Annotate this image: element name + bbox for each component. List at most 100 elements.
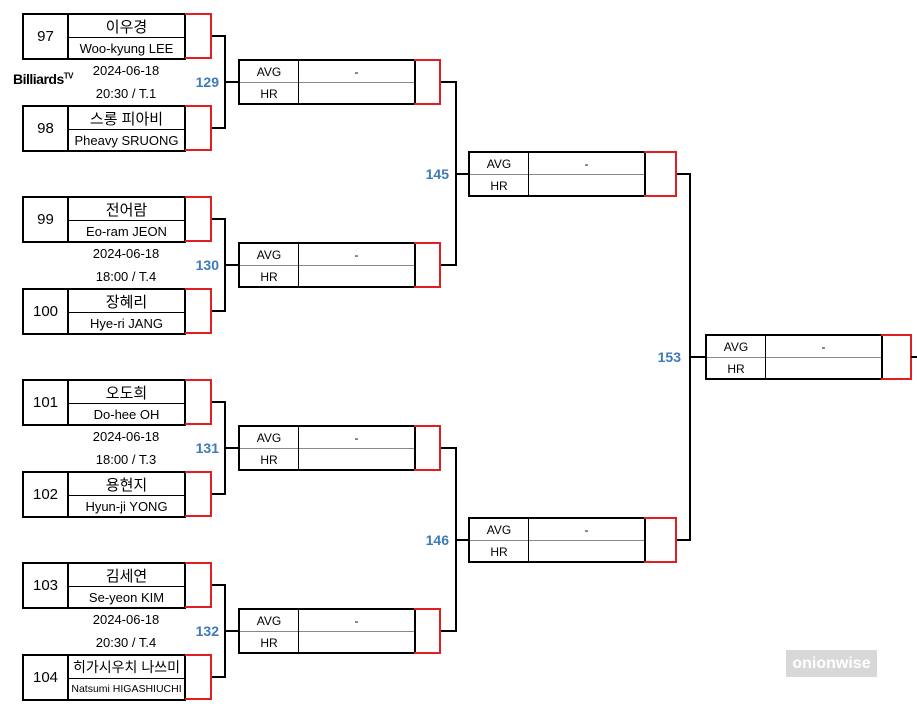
match-score-box <box>414 425 441 471</box>
hr-value <box>299 449 414 469</box>
avg-label: AVG <box>240 244 298 266</box>
bracket-line <box>911 356 917 358</box>
bracket-line <box>212 127 225 129</box>
match-date: 2024-06-18 <box>92 63 160 78</box>
player-card: 98 스롱 피아비 Pheavy SRUONG <box>22 105 186 152</box>
match-score-box <box>881 334 912 380</box>
player-name-english: Pheavy SRUONG <box>74 132 179 148</box>
player-seed: 103 <box>24 564 69 607</box>
bracket-line <box>212 218 225 220</box>
bracket-line <box>677 539 690 541</box>
match-result-box: AVG HR - <box>468 517 646 563</box>
match-date: 2024-06-18 <box>92 429 160 444</box>
player-name-korean: 김세연 <box>69 564 184 587</box>
bracket-line <box>212 35 225 37</box>
hr-label: HR <box>260 452 278 467</box>
match-number: 146 <box>425 532 449 548</box>
match-time-table: 20:30 / T.1 <box>95 86 157 101</box>
player-score-box <box>185 288 212 334</box>
hr-label: HR <box>727 361 745 376</box>
player-name-korean: 용현지 <box>69 473 184 496</box>
match-score-box <box>414 59 441 105</box>
player-card: 100 장혜리 Hye-ri JANG <box>22 288 186 335</box>
match-date: 2024-06-18 <box>92 612 160 627</box>
bracket-line <box>224 81 238 83</box>
avg-value: - <box>529 153 644 175</box>
bracket-line <box>224 630 238 632</box>
avg-value: - <box>529 519 644 541</box>
avg-label: AVG <box>707 336 765 358</box>
player-score-box <box>185 105 212 151</box>
bracket-line <box>212 676 225 678</box>
match-result-box: AVG HR - <box>238 608 416 654</box>
avg-label: AVG <box>470 519 528 541</box>
bracket-line <box>212 584 225 586</box>
hr-value <box>299 632 414 652</box>
bracket-line <box>677 173 690 175</box>
hr-label: HR <box>490 178 508 193</box>
hr-value <box>299 83 414 103</box>
hr-value <box>529 175 644 195</box>
match-time-table: 18:00 / T.4 <box>95 269 157 284</box>
bracket-line <box>455 539 468 541</box>
match-score-box <box>414 608 441 654</box>
player-seed: 97 <box>24 15 69 58</box>
match-number: 145 <box>425 166 449 182</box>
player-seed: 99 <box>24 198 69 241</box>
player-score-box <box>185 562 212 608</box>
bracket-line <box>224 447 238 449</box>
match-result-box: AVG HR - <box>705 334 883 380</box>
player-seed: 102 <box>24 473 69 516</box>
match-score-box <box>414 242 441 288</box>
bracket-line <box>212 401 225 403</box>
player-card: 104 히가시우치 나쓰미 Natsumi HIGASHIUCHI <box>22 654 186 701</box>
match-number: 131 <box>195 440 219 456</box>
player-card: 97 이우경 Woo-kyung LEE <box>22 13 186 60</box>
match-time-table: 20:30 / T.4 <box>95 635 157 650</box>
billiards-tv-logo: BilliardsTV <box>13 71 73 87</box>
hr-label: HR <box>260 635 278 650</box>
hr-value <box>299 266 414 286</box>
avg-value: - <box>299 427 414 449</box>
player-score-box <box>185 13 212 59</box>
bracket-line <box>689 356 705 358</box>
player-card: 101 오도희 Do-hee OH <box>22 379 186 426</box>
player-name-english: Eo-ram JEON <box>86 223 167 239</box>
hr-label: HR <box>260 269 278 284</box>
match-score-box <box>644 151 677 197</box>
hr-value <box>766 358 881 378</box>
match-date: 2024-06-18 <box>92 246 160 261</box>
hr-value <box>529 541 644 561</box>
avg-label: AVG <box>470 153 528 175</box>
player-name-korean: 스롱 피아비 <box>69 107 184 130</box>
player-card: 99 전어람 Eo-ram JEON <box>22 196 186 243</box>
watermark: onionwise <box>786 650 877 677</box>
hr-label: HR <box>490 544 508 559</box>
bracket-line <box>224 264 238 266</box>
player-card: 102 용현지 Hyun-ji YONG <box>22 471 186 518</box>
avg-label: AVG <box>240 61 298 83</box>
bracket-line <box>441 264 456 266</box>
player-score-box <box>185 379 212 425</box>
player-name-korean: 히가시우치 나쓰미 <box>69 656 184 679</box>
avg-value: - <box>299 61 414 83</box>
match-result-box: AVG HR - <box>238 242 416 288</box>
match-result-box: AVG HR - <box>238 425 416 471</box>
avg-label: AVG <box>240 610 298 632</box>
player-name-english: Hye-ri JANG <box>90 315 163 331</box>
match-number: 130 <box>195 257 219 273</box>
player-name-english: Se-yeon KIM <box>88 589 165 605</box>
player-name-korean: 이우경 <box>69 15 184 38</box>
avg-value: - <box>299 610 414 632</box>
player-name-korean: 장혜리 <box>69 290 184 313</box>
bracket-line <box>441 630 456 632</box>
player-name-english: Woo-kyung LEE <box>79 40 174 56</box>
avg-value: - <box>766 336 881 358</box>
bracket-line <box>455 173 468 175</box>
match-result-box: AVG HR - <box>468 151 646 197</box>
avg-value: - <box>299 244 414 266</box>
player-name-english: Hyun-ji YONG <box>85 498 168 514</box>
match-number: 132 <box>195 623 219 639</box>
match-time-table: 18:00 / T.3 <box>95 452 157 467</box>
bracket-line <box>212 310 225 312</box>
